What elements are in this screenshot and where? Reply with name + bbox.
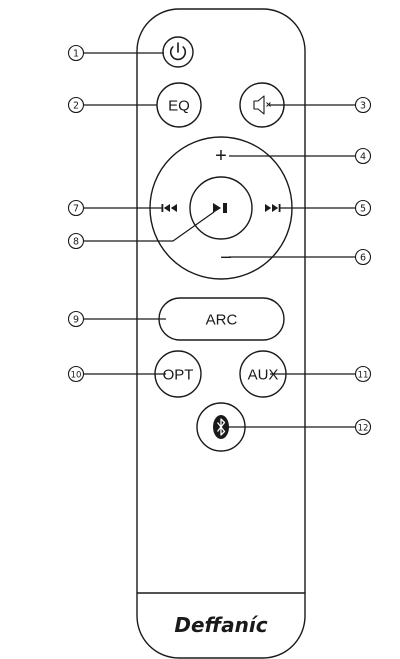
opt-button-label: OPT bbox=[163, 367, 194, 384]
next-track-button[interactable] bbox=[259, 199, 285, 217]
play-pause-icon bbox=[213, 203, 227, 213]
next-track-icon bbox=[265, 204, 281, 212]
remote-body bbox=[136, 8, 306, 659]
power-icon bbox=[169, 42, 187, 61]
svg-text:4: 4 bbox=[360, 151, 366, 162]
callout-3: 3 bbox=[354, 96, 372, 114]
eq-button[interactable]: EQ bbox=[156, 82, 202, 128]
volume-down-button[interactable]: − bbox=[206, 246, 236, 270]
eq-button-label: EQ bbox=[168, 98, 190, 115]
svg-text:2: 2 bbox=[73, 100, 79, 111]
svg-text:3: 3 bbox=[360, 100, 366, 111]
svg-text:1: 1 bbox=[73, 48, 79, 59]
arc-button[interactable]: ARC bbox=[158, 297, 285, 341]
volume-up-button[interactable]: + bbox=[206, 143, 236, 169]
svg-text:7: 7 bbox=[73, 203, 79, 214]
svg-text:11: 11 bbox=[358, 370, 369, 380]
callout-10: 10 bbox=[67, 365, 85, 383]
svg-text:8: 8 bbox=[73, 236, 79, 247]
callout-6: 6 bbox=[354, 248, 372, 266]
arc-button-label: ARC bbox=[206, 312, 238, 329]
svg-text:10: 10 bbox=[71, 370, 82, 380]
callout-9: 9 bbox=[67, 310, 85, 328]
power-button[interactable] bbox=[162, 36, 194, 68]
svg-text:12: 12 bbox=[358, 423, 369, 433]
callout-7: 7 bbox=[67, 199, 85, 217]
callout-2: 2 bbox=[67, 96, 85, 114]
callout-11: 11 bbox=[354, 365, 372, 383]
mute-icon bbox=[253, 95, 271, 115]
aux-button-label: AUX bbox=[248, 367, 279, 384]
callout-5: 5 bbox=[354, 199, 372, 217]
callout-8: 8 bbox=[67, 232, 85, 250]
volume-up-label: + bbox=[215, 145, 227, 167]
leader-lines bbox=[84, 52, 356, 428]
callout-1: 1 bbox=[67, 44, 85, 62]
svg-text:9: 9 bbox=[73, 314, 79, 325]
play-pause-button[interactable] bbox=[189, 176, 253, 240]
svg-text:6: 6 bbox=[360, 252, 366, 263]
volume-down-label: − bbox=[220, 247, 232, 269]
callout-12: 12 bbox=[354, 418, 372, 436]
brand-logo-text: Deffaníc bbox=[174, 613, 267, 637]
bluetooth-icon bbox=[213, 415, 229, 439]
callout-4: 4 bbox=[354, 147, 372, 165]
svg-text:5: 5 bbox=[360, 203, 366, 214]
